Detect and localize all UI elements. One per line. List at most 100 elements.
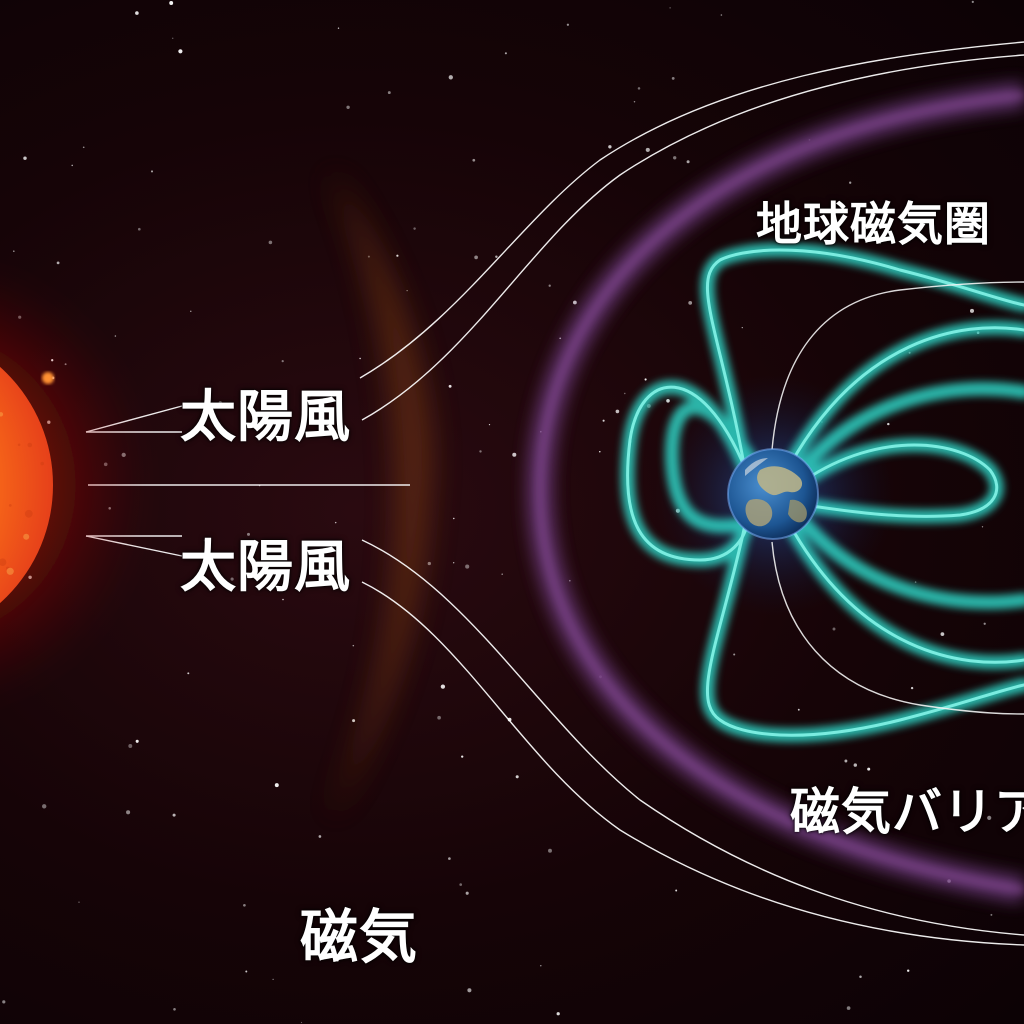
star bbox=[337, 27, 340, 29]
star bbox=[969, 308, 975, 313]
star bbox=[387, 91, 391, 95]
star bbox=[359, 357, 361, 360]
star bbox=[669, 7, 671, 9]
star bbox=[983, 622, 986, 625]
star bbox=[797, 708, 800, 711]
solar-wind-label-upper: 太陽風 bbox=[180, 385, 351, 450]
star bbox=[853, 763, 857, 767]
magnetic-field-lines bbox=[620, 243, 1024, 743]
star bbox=[352, 719, 356, 723]
star bbox=[910, 686, 914, 690]
star bbox=[352, 644, 355, 647]
star bbox=[733, 653, 736, 656]
star bbox=[437, 715, 441, 720]
star bbox=[440, 684, 446, 689]
sun-granule bbox=[0, 558, 7, 566]
star bbox=[203, 539, 206, 542]
star bbox=[637, 87, 641, 90]
star bbox=[448, 384, 452, 388]
star bbox=[334, 521, 337, 524]
star bbox=[867, 767, 871, 771]
solar-wind-label-lower: 太陽風 bbox=[180, 535, 351, 600]
star bbox=[114, 335, 117, 337]
star bbox=[844, 759, 848, 763]
star bbox=[318, 835, 322, 838]
star bbox=[23, 156, 27, 160]
star bbox=[173, 1007, 176, 1011]
star bbox=[135, 739, 139, 743]
star bbox=[2, 1000, 6, 1004]
star bbox=[82, 146, 85, 149]
star bbox=[573, 300, 577, 305]
star bbox=[272, 978, 274, 981]
star bbox=[501, 573, 503, 575]
sun-granule bbox=[27, 442, 33, 448]
star bbox=[914, 581, 917, 583]
star bbox=[243, 903, 246, 907]
star bbox=[741, 326, 743, 329]
star bbox=[459, 883, 463, 886]
star bbox=[515, 775, 519, 779]
star bbox=[832, 627, 836, 631]
star bbox=[849, 181, 852, 184]
earth bbox=[727, 448, 819, 540]
star bbox=[56, 261, 60, 265]
star bbox=[169, 1, 174, 5]
sun-granule bbox=[8, 504, 12, 507]
sun-granule bbox=[23, 533, 30, 540]
magnetosphere-label: 地球磁気圏 bbox=[756, 197, 991, 251]
magnetopause-lines bbox=[771, 281, 1024, 715]
sun-granule bbox=[40, 461, 44, 466]
star bbox=[671, 77, 675, 80]
star bbox=[187, 672, 190, 675]
star bbox=[126, 810, 131, 815]
star bbox=[384, 942, 389, 947]
star bbox=[644, 378, 647, 381]
star bbox=[465, 564, 470, 569]
star bbox=[42, 804, 47, 809]
star bbox=[137, 227, 141, 231]
star bbox=[135, 11, 139, 15]
star bbox=[645, 147, 650, 152]
star bbox=[78, 901, 80, 903]
star bbox=[887, 422, 890, 426]
magnetic-barrier-arc bbox=[526, 82, 1024, 903]
star bbox=[448, 75, 453, 80]
star bbox=[602, 419, 605, 422]
star bbox=[190, 310, 192, 312]
star bbox=[461, 755, 464, 758]
star bbox=[448, 857, 451, 860]
sun-granule bbox=[17, 443, 21, 447]
star bbox=[615, 409, 620, 414]
star bbox=[987, 815, 992, 820]
star bbox=[548, 284, 551, 287]
star bbox=[981, 526, 984, 528]
star bbox=[453, 517, 455, 520]
star bbox=[230, 577, 234, 581]
star bbox=[540, 964, 542, 967]
star bbox=[990, 913, 993, 916]
sun bbox=[0, 269, 150, 701]
star bbox=[306, 393, 311, 398]
magnetism-label: 磁気 bbox=[300, 903, 419, 971]
star bbox=[504, 52, 507, 55]
star bbox=[688, 301, 693, 305]
star bbox=[396, 254, 399, 257]
sun-granule bbox=[24, 509, 33, 518]
star bbox=[859, 975, 862, 979]
star bbox=[608, 145, 612, 149]
star bbox=[178, 49, 183, 54]
sun-granule bbox=[6, 566, 10, 570]
star bbox=[666, 399, 670, 403]
star bbox=[281, 359, 284, 363]
star bbox=[495, 255, 498, 258]
star bbox=[624, 392, 626, 395]
star bbox=[427, 561, 431, 566]
star bbox=[128, 744, 133, 748]
star bbox=[556, 1012, 560, 1016]
star bbox=[686, 160, 690, 164]
star bbox=[940, 632, 945, 636]
star bbox=[673, 156, 677, 160]
